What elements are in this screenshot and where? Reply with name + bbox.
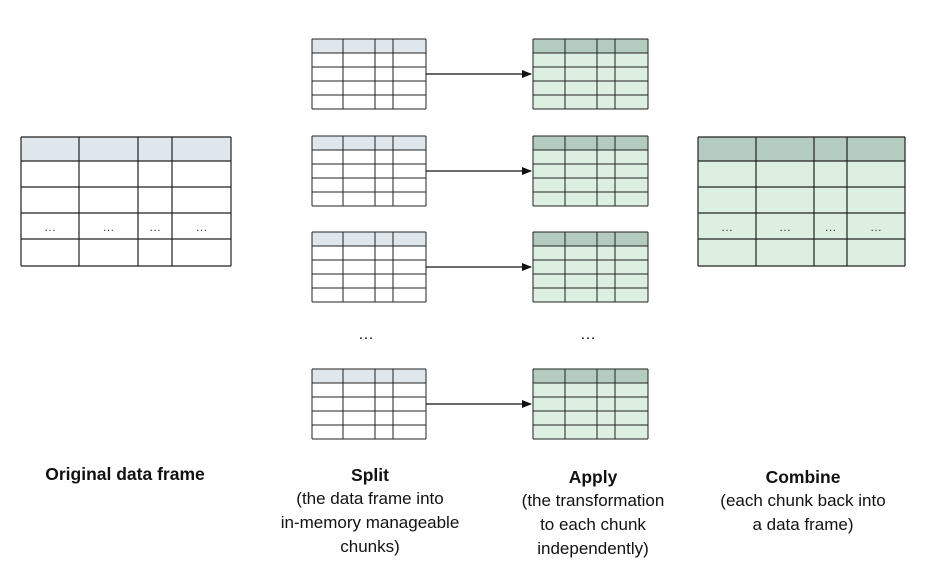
original-data-frame-table bbox=[20, 136, 232, 267]
combine-ellipsis-cell: … bbox=[825, 220, 837, 234]
split-chunk-table-1-header bbox=[312, 39, 426, 53]
cell-text-layer: … … … … … … … … bbox=[44, 220, 882, 234]
apply-caption-line-3: independently) bbox=[537, 539, 649, 558]
apply-caption-line-2: to each chunk bbox=[540, 515, 646, 534]
split-chunk-table-2 bbox=[311, 135, 427, 207]
original-ellipsis-cell: … bbox=[44, 220, 56, 234]
tables-layer bbox=[20, 38, 906, 440]
combine-caption-line-1: (each chunk back into bbox=[720, 491, 886, 510]
apply-stack-ellipsis: … bbox=[580, 326, 597, 343]
combine-caption-line-2: a data frame) bbox=[752, 515, 854, 534]
apply-caption: Apply (the transformation to each chunk … bbox=[478, 465, 708, 561]
split-chunk-table-4-header bbox=[312, 369, 426, 383]
apply-caption-title: Apply bbox=[568, 467, 618, 487]
combine-caption: Combine (each chunk back into a data fra… bbox=[688, 465, 918, 537]
split-chunk-table-2-header bbox=[312, 136, 426, 150]
split-caption-line-1: (the data frame into bbox=[296, 489, 444, 508]
combined-data-frame-table bbox=[697, 136, 906, 267]
split-chunk-table-1 bbox=[311, 38, 427, 110]
apply-chunk-table-2 bbox=[532, 135, 649, 207]
split-stack-ellipsis: … bbox=[358, 326, 375, 343]
original-data-frame-table-header bbox=[21, 137, 231, 161]
split-chunk-table-4 bbox=[311, 368, 427, 440]
apply-chunk-table-3-header bbox=[533, 232, 648, 246]
combine-caption-title: Combine bbox=[765, 467, 841, 487]
arrows-layer bbox=[426, 70, 532, 408]
split-caption: Split (the data frame into in-memory man… bbox=[255, 463, 485, 559]
original-ellipsis-cell: … bbox=[103, 220, 115, 234]
combine-ellipsis-cell: … bbox=[721, 220, 733, 234]
original-ellipsis-cell: … bbox=[149, 220, 161, 234]
apply-chunk-table-4 bbox=[532, 368, 649, 440]
apply-chunk-table-3 bbox=[532, 231, 649, 303]
split-caption-title: Split bbox=[351, 465, 389, 485]
split-chunk-table-3 bbox=[311, 231, 427, 303]
apply-chunk-table-2-header bbox=[533, 136, 648, 150]
original-ellipsis-cell: … bbox=[196, 220, 208, 234]
apply-chunk-table-4-header bbox=[533, 369, 648, 383]
split-caption-line-2: in-memory manageable bbox=[280, 513, 460, 532]
apply-chunk-table-1-header bbox=[533, 39, 648, 53]
apply-chunk-table-1 bbox=[532, 38, 649, 110]
original-caption-title: Original data frame bbox=[45, 464, 205, 484]
apply-caption-line-1: (the transformation bbox=[521, 491, 665, 510]
split-chunk-table-3-header bbox=[312, 232, 426, 246]
combine-ellipsis-cell: … bbox=[779, 220, 791, 234]
combined-data-frame-table-header bbox=[698, 137, 905, 161]
original-caption: Original data frame bbox=[20, 462, 230, 486]
split-caption-line-3: chunks) bbox=[340, 537, 400, 556]
combine-ellipsis-cell: … bbox=[870, 220, 882, 234]
